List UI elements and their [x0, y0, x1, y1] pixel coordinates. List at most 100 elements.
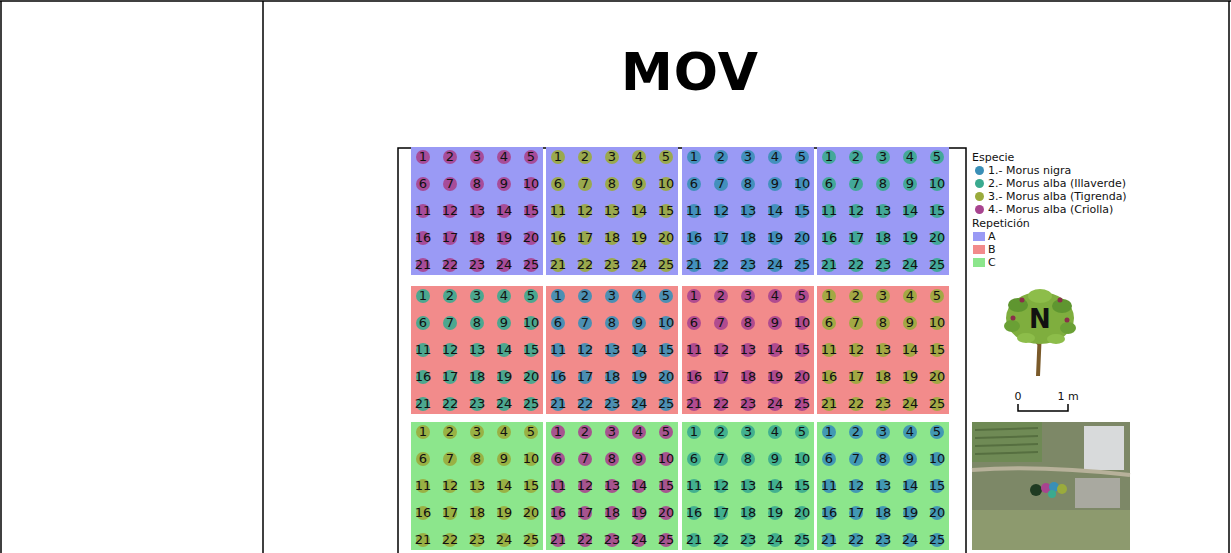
tree-number: 21 — [550, 257, 567, 273]
scale-bar — [1018, 404, 1068, 411]
tree-number: 14 — [767, 342, 784, 358]
tree-number: 14 — [631, 342, 648, 358]
tree-number: 1 — [419, 288, 427, 304]
tree-number: 7 — [581, 451, 589, 467]
tree-number: 9 — [906, 176, 914, 192]
tree-number: 19 — [902, 230, 919, 246]
tree-number: 17 — [442, 230, 459, 246]
tree-number: 10 — [929, 451, 946, 467]
tree-number: 2 — [717, 149, 725, 165]
tree-number: 8 — [744, 176, 752, 192]
tree-number: 9 — [635, 451, 643, 467]
tree-number: 3 — [608, 149, 616, 165]
tree-number: 14 — [767, 478, 784, 494]
tree-number: 22 — [713, 396, 730, 412]
north-tree — [1004, 289, 1076, 376]
tree-number: 20 — [794, 369, 811, 385]
tree-number: 23 — [875, 396, 892, 412]
tree-number: 5 — [798, 288, 806, 304]
tree-number: 1 — [690, 424, 698, 440]
tree-number: 22 — [577, 532, 594, 548]
tree-number: 8 — [473, 315, 481, 331]
tree-number: 9 — [771, 315, 779, 331]
tree-number: 4 — [906, 149, 914, 165]
tree-number: 11 — [821, 203, 838, 219]
tree-number: 12 — [713, 478, 730, 494]
tree-number: 21 — [821, 396, 838, 412]
tree-number: 21 — [415, 532, 432, 548]
tree-number: 19 — [496, 230, 513, 246]
tree-number: 21 — [686, 396, 703, 412]
tree-number: 19 — [631, 369, 648, 385]
tree-number: 24 — [767, 532, 784, 548]
tree-number: 19 — [767, 230, 784, 246]
tree-leaf — [1028, 289, 1052, 303]
tree-number: 20 — [929, 369, 946, 385]
tree-number: 5 — [798, 424, 806, 440]
tree-number: 7 — [446, 451, 454, 467]
tree-number: 18 — [740, 505, 757, 521]
tree-number: 17 — [848, 230, 865, 246]
tree-number: 20 — [658, 505, 675, 521]
tree-number: 10 — [523, 315, 540, 331]
tree-number: 7 — [852, 315, 860, 331]
tree-number: 6 — [690, 315, 698, 331]
tree-number: 7 — [717, 451, 725, 467]
tree-number: 23 — [875, 257, 892, 273]
tree-number: 13 — [469, 342, 486, 358]
tree-number: 3 — [608, 424, 616, 440]
tree-number: 12 — [713, 342, 730, 358]
tree-number: 11 — [550, 478, 567, 494]
tree-number: 12 — [442, 478, 459, 494]
tree-number: 3 — [473, 149, 481, 165]
tree-number: 23 — [604, 532, 621, 548]
legend-entry: 4.- Morus alba (Criolla) — [972, 203, 1113, 216]
tree-number: 16 — [686, 230, 703, 246]
legend-entry: 1.- Morus nigra — [972, 164, 1071, 177]
tree-number: 24 — [631, 532, 648, 548]
tree-number: 6 — [825, 451, 833, 467]
tree-number: 16 — [821, 505, 838, 521]
tree-number: 2 — [717, 424, 725, 440]
tree-number: 9 — [635, 315, 643, 331]
tree-number: 17 — [577, 505, 594, 521]
repetition-swatch — [973, 232, 985, 241]
tree-number: 18 — [875, 505, 892, 521]
tree-number: 11 — [821, 478, 838, 494]
tree-number: 16 — [550, 230, 567, 246]
tree-number: 4 — [906, 424, 914, 440]
tree-number: 3 — [744, 288, 752, 304]
tree-number: 3 — [473, 424, 481, 440]
tree-number: 4 — [771, 288, 779, 304]
tree-number: 21 — [415, 396, 432, 412]
tree-number: 4 — [635, 424, 643, 440]
tree-number: 13 — [740, 342, 757, 358]
tree-number: 10 — [658, 451, 675, 467]
tree-number: 2 — [852, 424, 860, 440]
tree-number: 1 — [419, 149, 427, 165]
tree-number: 13 — [740, 203, 757, 219]
tree-number: 8 — [744, 451, 752, 467]
tree-number: 10 — [658, 176, 675, 192]
legend-text: 1.- Morus nigra — [988, 164, 1071, 177]
tree-number: 18 — [740, 369, 757, 385]
tree-number: 15 — [523, 478, 540, 494]
tree-number: 11 — [686, 342, 703, 358]
tree-number: 22 — [713, 532, 730, 548]
tree-number: 6 — [554, 176, 562, 192]
tree-number: 9 — [906, 451, 914, 467]
tree-fruit — [1065, 318, 1070, 323]
tree-number: 10 — [794, 451, 811, 467]
tree-number: 13 — [604, 203, 621, 219]
tree-number: 8 — [608, 451, 616, 467]
tree-number: 25 — [523, 257, 540, 273]
table-line — [1228, 1, 1230, 553]
tree-number: 22 — [442, 257, 459, 273]
plot-block: 1234567891011121314151617181920212223242… — [682, 147, 814, 275]
plot-block: 1234567891011121314151617181920212223242… — [682, 422, 814, 550]
tree-number: 14 — [496, 203, 513, 219]
tree-number: 9 — [500, 315, 508, 331]
tree-number: 10 — [523, 176, 540, 192]
tree-number: 11 — [550, 342, 567, 358]
tree-number: 4 — [906, 288, 914, 304]
